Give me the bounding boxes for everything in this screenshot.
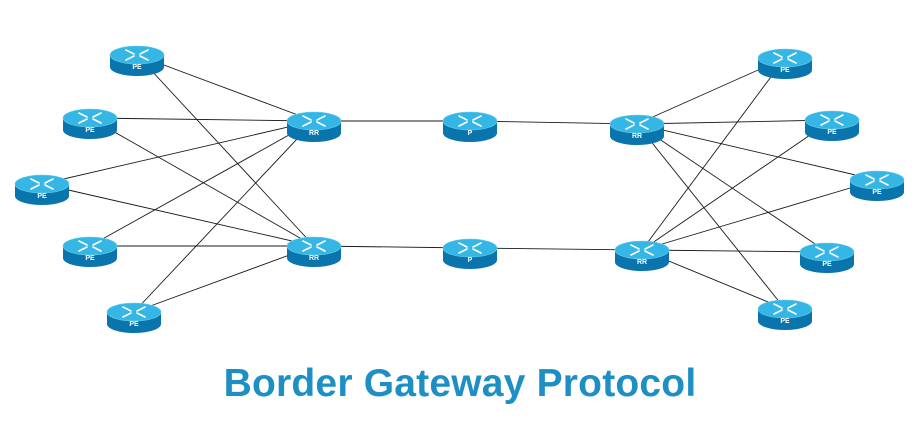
router-label: PE — [37, 193, 47, 200]
router-icon — [630, 244, 654, 256]
router-pe-l1[interactable]: PE — [109, 45, 165, 76]
link-pe-l3-rr-l2 — [41, 183, 315, 247]
router-pe-r4[interactable]: PE — [799, 242, 855, 273]
router-label: PE — [822, 261, 832, 268]
router-label: RR — [632, 133, 642, 140]
link-rr-r2-pe-r1 — [641, 57, 786, 251]
router-icon — [78, 240, 102, 252]
link-pe-l5-rr-l1 — [133, 120, 315, 313]
router-icon — [122, 306, 146, 318]
link-rr-r1-pe-r3 — [636, 123, 878, 181]
link-rr-r2-pe-r2 — [641, 119, 833, 251]
link-pe-l5-rr-l2 — [133, 245, 315, 313]
router-p-1[interactable]: P — [442, 111, 498, 142]
router-pe-l5[interactable]: PE — [106, 302, 162, 333]
router-pe-r2[interactable]: PE — [804, 110, 860, 141]
link-pe-l4-rr-l1 — [89, 120, 315, 247]
page-title: Border Gateway Protocol — [223, 362, 697, 405]
router-rr-l1[interactable]: RR — [286, 111, 342, 142]
link-pe-l1-rr-l2 — [136, 54, 315, 247]
router-label: PE — [132, 64, 142, 71]
link-pe-l1-rr-l1 — [136, 54, 315, 122]
link-rr-r2-pe-r4 — [641, 249, 828, 253]
link-rr-r1-pe-r2 — [636, 119, 833, 125]
router-label: PE — [827, 129, 837, 136]
router-label: RR — [309, 130, 319, 137]
router-label: PE — [129, 321, 139, 328]
router-label: P — [468, 130, 473, 137]
router-icon — [458, 242, 482, 254]
router-label: PE — [85, 255, 95, 262]
link-p-1-rr-r1 — [469, 120, 638, 125]
router-label: P — [468, 257, 473, 264]
router-label: PE — [85, 127, 95, 134]
router-pe-l2[interactable]: PE — [62, 108, 118, 139]
router-icon — [78, 112, 102, 124]
links-layer — [41, 54, 878, 313]
link-p-2-rr-r2 — [469, 247, 643, 251]
router-pe-r3[interactable]: PE — [849, 170, 905, 201]
router-icon — [865, 174, 889, 186]
router-p-2[interactable]: P — [442, 238, 498, 269]
router-pe-l4[interactable]: PE — [62, 236, 118, 267]
router-rr-l2[interactable]: RR — [286, 236, 342, 267]
router-label: PE — [780, 67, 790, 74]
router-rr-r2[interactable]: RR — [614, 240, 670, 271]
router-icon — [125, 49, 149, 61]
router-icon — [773, 303, 797, 315]
router-icon — [458, 115, 482, 127]
link-pe-l3-rr-l1 — [41, 120, 315, 185]
router-icon — [302, 240, 326, 252]
router-icon — [30, 178, 54, 190]
link-pe-l2-rr-l1 — [89, 117, 315, 122]
router-label: PE — [872, 189, 882, 196]
router-icon — [815, 246, 839, 258]
link-rr-r1-pe-r5 — [636, 123, 786, 310]
router-rr-r1[interactable]: RR — [609, 114, 665, 145]
router-icon — [820, 114, 844, 126]
router-pe-r5[interactable]: PE — [757, 299, 813, 330]
link-rr-r2-pe-r3 — [641, 179, 878, 251]
router-icon — [625, 118, 649, 130]
router-label: PE — [780, 318, 790, 325]
router-pe-r1[interactable]: PE — [757, 48, 813, 79]
router-icon — [302, 115, 326, 127]
routers-layer: PE PE PE PE PE RR RR P P RR RR PE PE PE PE PE — [14, 45, 905, 333]
link-pe-l2-rr-l2 — [89, 117, 315, 247]
router-label: RR — [309, 255, 319, 262]
router-pe-l3[interactable]: PE — [14, 174, 70, 205]
router-icon — [773, 52, 797, 64]
router-label: RR — [637, 259, 647, 266]
